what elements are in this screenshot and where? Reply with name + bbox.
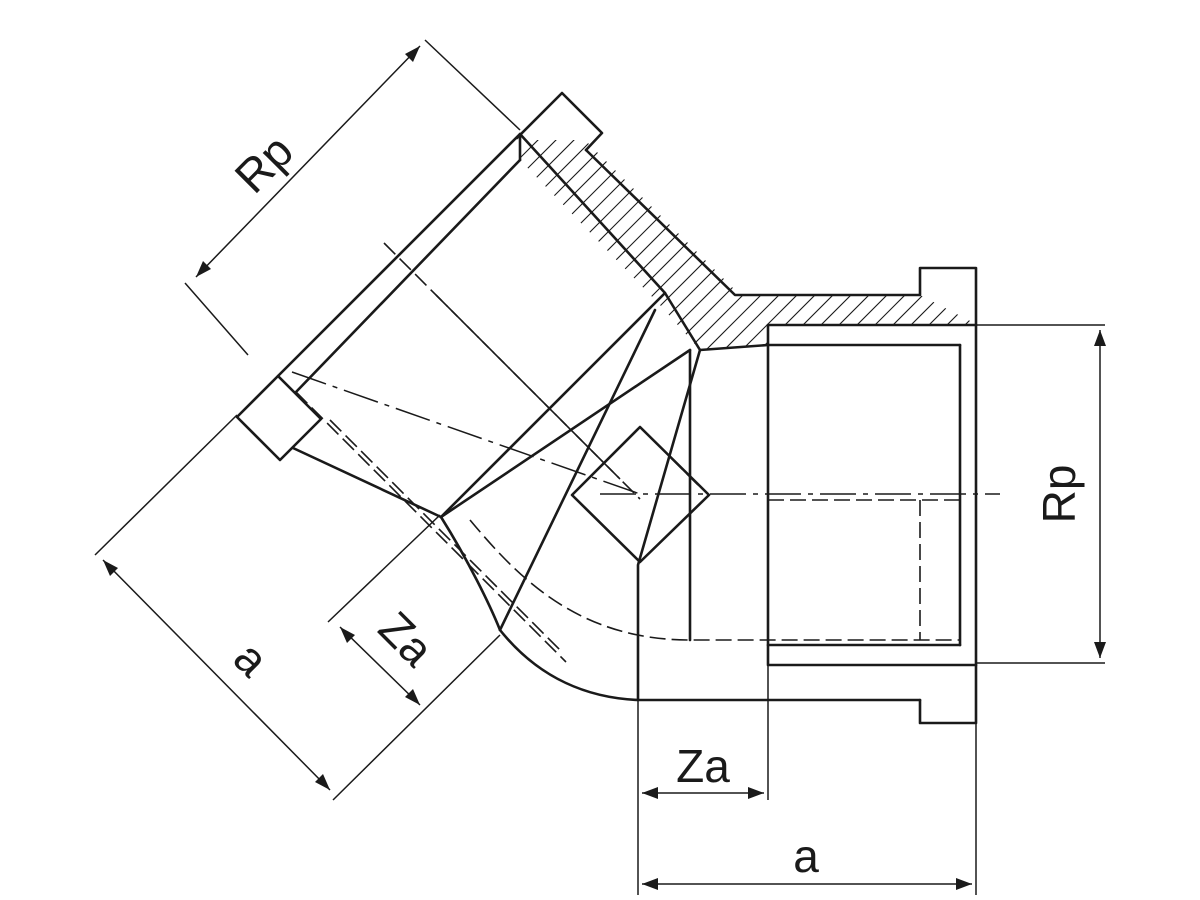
hatch-line [529,140,931,350]
fitting-outline [235,91,978,725]
hatch-line [520,140,823,350]
hatch-line [520,140,787,350]
hatch-line [925,140,978,350]
hatch-line [26,0,426,400]
hatch-line [961,140,978,350]
hatch-line [1196,0,1200,400]
dimension-za-straight: Za [637,665,769,895]
hatch-line [80,0,480,400]
label-za-inclined: Za [369,601,444,676]
hatch-line [44,0,444,400]
hatch-line [520,140,589,350]
hatch-line [520,140,715,350]
hatch-line [835,140,978,350]
hatch-line [799,140,978,350]
label-rp-straight: Rp [1033,465,1085,524]
hatch-line [520,140,553,350]
hatch-line [0,0,336,400]
hatch-line [691,140,978,350]
hatch-line [520,140,841,350]
hatch-line [673,140,978,350]
hatch-line [0,0,354,400]
hatch-line [520,140,625,350]
hatch-line [1052,0,1200,400]
hatch-line [520,140,913,350]
hatch-line [907,140,978,350]
hatch-line [781,140,978,350]
hatch-line [871,140,978,350]
hatch-line [547,140,949,350]
dimension-za-inclined: Za [327,514,444,706]
hatch-line [1106,0,1200,400]
dimension-rp-straight: Rp [976,324,1106,664]
hatch-line [727,140,978,350]
hatch-line [637,140,978,350]
hatch-line [565,140,967,350]
hatch-line [1016,0,1200,400]
hatch-line [889,140,978,350]
hatch-line [709,140,978,350]
label-a-straight: a [793,830,819,882]
hatch-line [116,0,516,400]
hatch-line [1178,0,1200,400]
hatch-line [520,140,643,350]
hatch-line [520,140,571,350]
hatch-line [601,140,978,350]
hatch-line [619,140,978,350]
hatch-line [853,140,978,350]
hatch-line [520,140,751,350]
hatch-line [520,140,535,350]
hatch-line [1160,0,1200,400]
hatch-line [520,140,769,350]
hatch-line [520,140,805,350]
hatch-line [520,140,877,350]
hatch-line [1088,0,1200,400]
hatch-line [1142,0,1200,400]
hatch-line [1034,0,1200,400]
hatch-line [0,0,300,400]
hatch-line [98,0,498,400]
hatch-line [520,140,859,350]
hidden-lines [295,242,960,663]
label-rp-inclined: Rp [225,125,303,203]
label-a-inclined: a [224,631,279,686]
hatch-line [980,0,1200,400]
hatch-line [0,0,372,400]
hatch-line [520,140,733,350]
wall-section-hatching [0,0,1200,400]
hatch-line [1124,0,1200,400]
hatch-line [745,140,978,350]
dimension-a-inclined: a [94,414,501,801]
hatch-line [583,140,978,350]
hatch-line [1070,0,1200,400]
hatch-line [817,140,978,350]
hatch-line [763,140,978,350]
dimension-rp-inclined: Rp [184,39,521,356]
hatch-line [943,140,978,350]
hatch-line [0,0,390,400]
dimension-a-straight: a [642,723,977,895]
hatch-line [520,140,661,350]
label-za-straight: Za [676,740,730,792]
hatch-line [655,140,978,350]
centre-lines [291,371,1000,495]
